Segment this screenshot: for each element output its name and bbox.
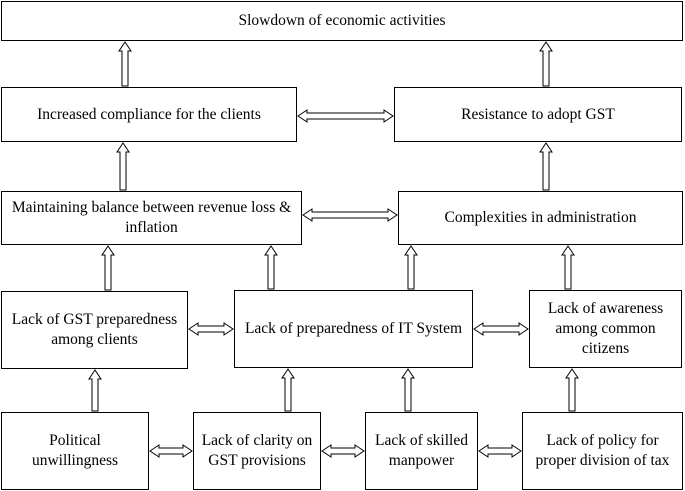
arrow-balance-complexities [302,208,398,222]
arrows-layer [88,41,579,458]
arrow-clarity-to-it [281,368,295,412]
arrow-it-to-complexities [404,245,418,290]
arrow-it-to-balance [264,245,278,290]
arrow-political-to-gst-prep [88,369,102,412]
node-compliance-label: Increased compliance for the clients [37,105,261,123]
node-clarity: Lack of clarity on GST provisions [193,412,321,490]
node-resistance-label: Resistance to adopt GST [461,105,615,123]
node-compliance: Increased compliance for the clients [1,87,297,142]
node-it-system: Lack of preparedness of IT System [234,290,473,368]
node-political-label: Political unwillingness [31,432,119,469]
node-balance-label: Maintaining balance between revenue loss… [11,199,292,236]
arrow-political-clarity [149,444,193,458]
arrow-complexities-to-resistance [539,142,553,191]
node-balance: Maintaining balance between revenue loss… [1,191,302,245]
arrow-manpower-to-it [401,368,415,412]
node-resistance: Resistance to adopt GST [394,87,682,142]
arrow-compliance-resistance [297,109,394,123]
arrow-compliance-to-slowdown [118,41,132,87]
node-slowdown-label: Slowdown of economic activities [238,12,446,29]
node-complexities: Complexities in administration [398,191,683,245]
arrow-awareness-to-complexities [561,245,575,290]
node-gst-preparedness-label: Lack of GST preparedness among clients [11,311,178,348]
arrow-gst-prep-it [188,322,234,336]
node-complexities-label: Complexities in administration [444,209,637,226]
node-political: Political unwillingness [1,412,149,490]
node-slowdown: Slowdown of economic activities [1,1,683,41]
node-manpower: Lack of skilled manpower [365,412,478,490]
arrow-manpower-policy [478,444,522,458]
node-clarity-label: Lack of clarity on GST provisions [201,432,313,469]
node-policy-label: Lack of policy for proper division of ta… [535,432,670,469]
node-manpower-label: Lack of skilled manpower [375,432,468,469]
node-awareness: Lack of awareness among common citizens [529,290,682,368]
node-gst-preparedness: Lack of GST preparedness among clients [1,291,188,369]
arrow-gst-prep-to-balance [101,245,115,291]
arrow-resistance-to-slowdown [539,41,553,87]
node-policy: Lack of policy for proper division of ta… [522,412,683,490]
node-it-system-label: Lack of preparedness of IT System [244,320,463,337]
arrow-policy-to-awareness [565,368,579,412]
arrow-balance-to-compliance [116,142,130,191]
arrow-clarity-manpower [321,444,365,458]
arrow-it-awareness [473,322,529,336]
node-awareness-label: Lack of awareness among common citizens [547,300,664,357]
